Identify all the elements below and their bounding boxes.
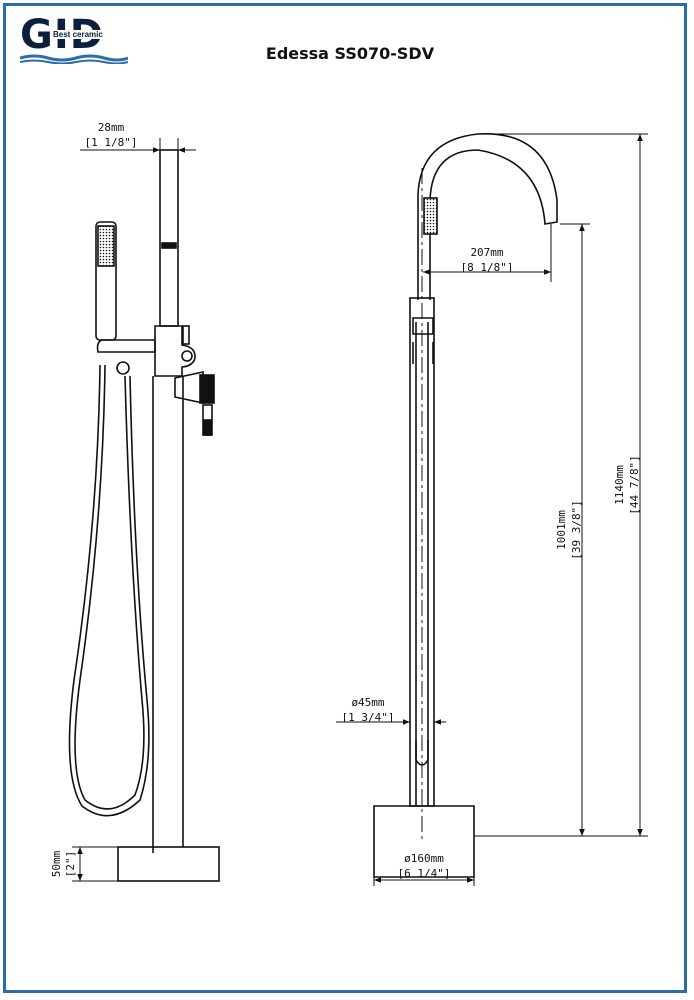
front-holder-arms (412, 342, 434, 364)
diverter-knob (182, 325, 190, 345)
dim-207-metric: 207mm (470, 246, 503, 259)
brand-logo: GID Best ceramic (20, 12, 130, 66)
mixer-lever-top (199, 374, 215, 404)
dim-50-metric: 50mm (50, 850, 63, 877)
shower-head-face (97, 225, 115, 267)
dim-160-imperial: [6 1/4"] (398, 867, 451, 880)
spout-tube (159, 149, 179, 327)
dim-207-imperial: [8 1/8"] (461, 261, 514, 274)
gooseneck-spout (417, 133, 558, 300)
front-shower-head (423, 197, 438, 235)
dim-spout-tube (80, 138, 196, 160)
dim-28-metric: 28mm (98, 121, 125, 134)
hose-outer (74, 364, 145, 810)
dim-45-metric: ø45mm (351, 696, 384, 709)
holder-arm (96, 339, 156, 353)
dim-spout-height (474, 223, 590, 837)
diverter-cap (181, 350, 193, 362)
dim-1140-metric: 1140mm (613, 465, 626, 505)
mixer-housing (174, 371, 204, 404)
dim-1140-imperial: [44 7/8"] (628, 455, 641, 515)
logo-tagline: Best ceramic (52, 30, 104, 39)
dim-1001-imperial: [39 3/8"] (570, 500, 583, 560)
dim-160-metric: ø160mm (404, 852, 444, 865)
side-view (68, 149, 220, 882)
mixer-lever-tip (203, 419, 212, 436)
base-plate (117, 846, 220, 882)
front-holder-clip (412, 317, 434, 335)
dim-total-height (480, 133, 648, 837)
hose-inner (68, 364, 150, 817)
logo-wave-icon (20, 54, 128, 64)
hand-shower (95, 221, 117, 341)
dim-50-imperial: [2"] (64, 851, 77, 878)
drawing-frame (3, 3, 687, 993)
dim-28-imperial: [1 1/8"] (85, 136, 138, 149)
front-view (373, 133, 558, 878)
dim-base-diameter (373, 877, 475, 886)
page-title: Edessa SS070-SDV (265, 44, 435, 63)
valve-body (154, 325, 196, 377)
dim-45-imperial: [1 3/4"] (342, 711, 395, 724)
dim-spout-reach (423, 224, 552, 282)
dim-1001-metric: 1001mm (555, 510, 568, 550)
hose-connector (116, 361, 130, 375)
spout-band (161, 242, 177, 249)
dim-base-height (72, 846, 118, 882)
